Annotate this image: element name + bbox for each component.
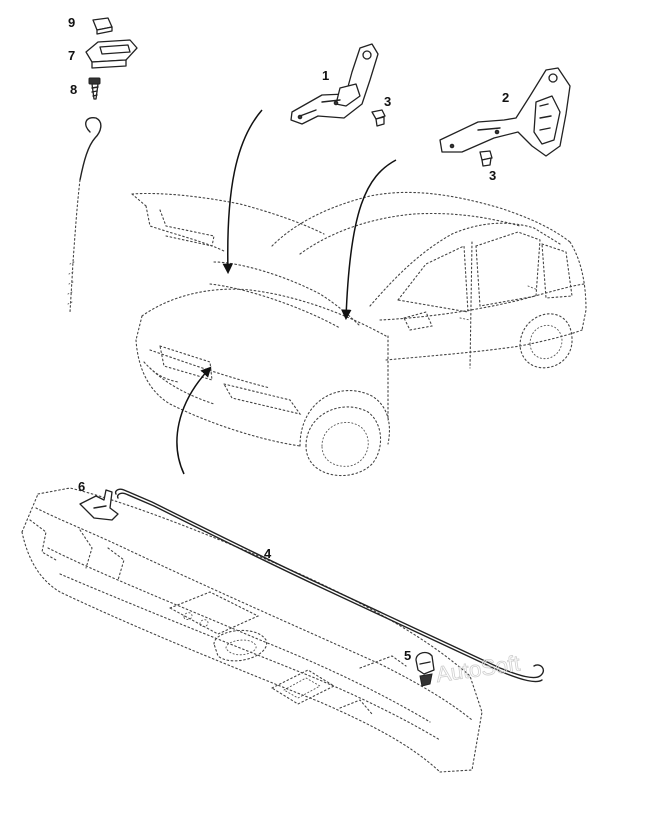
part-8-screw: [88, 77, 101, 100]
callout-8: 8: [70, 82, 77, 97]
part-5-latch-clip: [415, 651, 435, 687]
car-phantom-outline: [131, 191, 587, 477]
part-9-clip: [92, 17, 113, 35]
front-lock-panel: [21, 487, 483, 773]
callout-6: 6: [78, 479, 85, 494]
callout-4: 4: [264, 546, 272, 561]
part-3-bolt-upper: [371, 109, 386, 127]
callout-3-upper: 3: [384, 94, 391, 109]
watermark: AutoSoft: [434, 651, 521, 688]
callout-2: 2: [502, 90, 509, 105]
callout-5: 5: [404, 648, 411, 663]
callout-1: 1: [322, 68, 329, 83]
callout-7: 7: [68, 48, 75, 63]
callout-9: 9: [68, 15, 75, 30]
pointer-arrows: [176, 109, 397, 475]
callout-3-lower: 3: [489, 168, 496, 183]
hood-prop-rod: [67, 117, 102, 313]
part-1-hood-hinge-left: [290, 43, 379, 125]
part-3-bolt-lower: [479, 150, 493, 167]
part-2-hood-hinge-right: [439, 67, 571, 157]
part-4-release-cable: [114, 488, 544, 683]
part-6-cable-clip: [79, 489, 119, 521]
part-7-hood-bumper: [85, 39, 138, 69]
